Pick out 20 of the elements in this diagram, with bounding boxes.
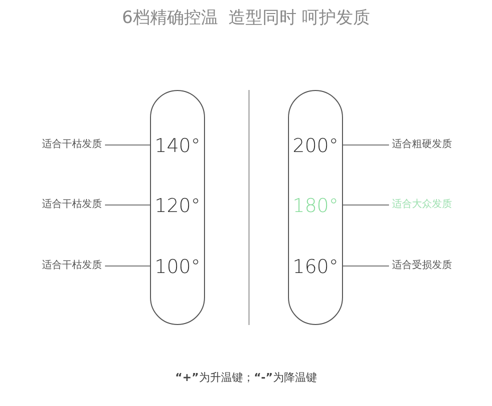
leader-line xyxy=(104,204,150,206)
hair-type-label: 适合粗硬发质 xyxy=(392,138,482,152)
title: 6档精确控温 造型同时 呵护发质 xyxy=(120,7,372,29)
rounded-bar xyxy=(288,90,343,325)
temperature-value: 200° xyxy=(289,133,342,159)
temperature-value: 140° xyxy=(151,133,204,159)
leader-line xyxy=(342,204,390,206)
leader-line xyxy=(104,144,150,146)
caption: “+”为升温键；“-”为降温键 xyxy=(175,371,317,384)
leader-line xyxy=(342,144,390,146)
rounded-bar xyxy=(150,90,205,325)
temperature-value: 160° xyxy=(289,254,342,280)
temperature-value: 100° xyxy=(151,254,204,280)
hair-type-label: 适合大众发质 xyxy=(392,198,482,212)
temperature-value: 180° xyxy=(289,193,342,219)
hair-type-label: 适合干枯发质 xyxy=(12,138,102,152)
hair-type-label: 适合干枯发质 xyxy=(12,198,102,212)
hair-type-label: 适合受损发质 xyxy=(392,259,482,273)
temperature-value: 120° xyxy=(151,193,204,219)
hair-type-label: 适合干枯发质 xyxy=(12,259,102,273)
